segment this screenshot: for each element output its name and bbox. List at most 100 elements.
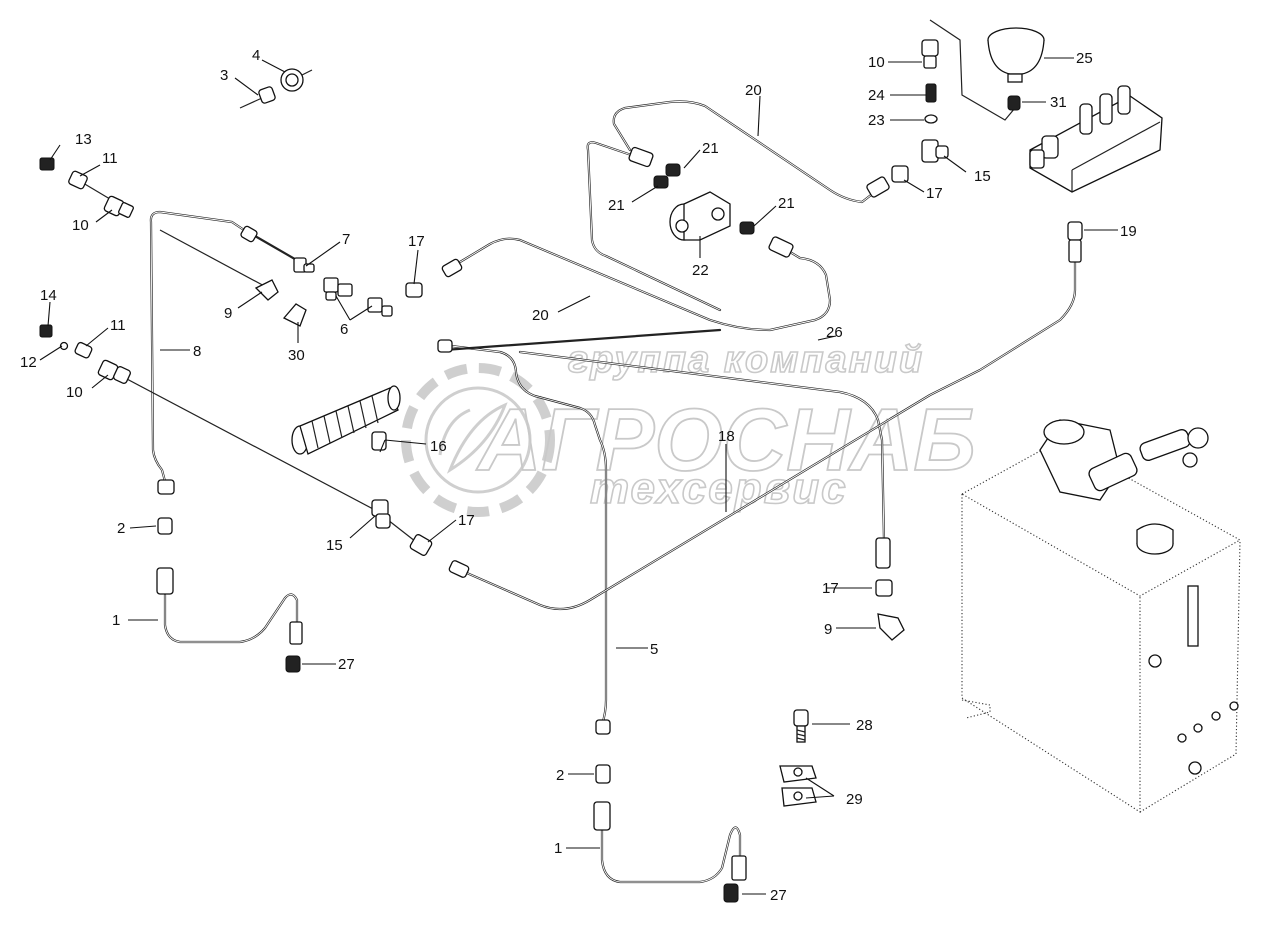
callout-1-upper: 1 bbox=[112, 612, 120, 629]
callout-2-upper: 2 bbox=[117, 520, 125, 537]
callout-15-left: 15 bbox=[326, 537, 343, 554]
fitting-pipe-20-left bbox=[441, 258, 463, 278]
connector-part-7 bbox=[293, 257, 315, 273]
nut-part-10-top-base bbox=[923, 55, 937, 69]
pipe-segment-10-15 bbox=[124, 377, 376, 511]
valve-block bbox=[1029, 85, 1163, 193]
callout-21-a: 21 bbox=[702, 140, 719, 157]
watermark-line1: группа компаний bbox=[568, 339, 924, 381]
adapter-part-2-upper bbox=[157, 517, 173, 535]
cap-part-13 bbox=[39, 157, 55, 171]
callout-28: 28 bbox=[856, 717, 873, 734]
callout-29: 29 bbox=[846, 791, 863, 808]
fitting-part-17-upper bbox=[405, 282, 423, 298]
reservoir-part-25 bbox=[987, 27, 1045, 83]
nut-part-21-a bbox=[665, 163, 681, 177]
hydraulic-tank bbox=[960, 439, 1242, 814]
fitting-part-17-top bbox=[891, 165, 909, 183]
callout-10-top: 10 bbox=[868, 54, 885, 71]
hose-end-pipe-26 bbox=[875, 537, 891, 569]
callout-27-lower: 27 bbox=[770, 887, 787, 904]
nut-part-10-lower bbox=[97, 359, 131, 384]
plug-part-3 bbox=[239, 86, 276, 109]
hose-end-part-1-upper-right bbox=[289, 621, 303, 645]
nut-part-10-upper bbox=[103, 195, 134, 218]
pipe-20-middle bbox=[458, 237, 832, 332]
callout-20-top: 20 bbox=[745, 82, 762, 99]
callout-20-middle: 20 bbox=[532, 307, 549, 324]
callout-24: 24 bbox=[868, 87, 885, 104]
parts bbox=[39, 19, 1242, 903]
callout-19: 19 bbox=[1120, 223, 1137, 240]
bracket-part-30 bbox=[282, 303, 307, 327]
callout-9-upper: 9 bbox=[224, 305, 232, 322]
fitting-pipe-20-right bbox=[768, 236, 794, 258]
callout-17-middle: 17 bbox=[458, 512, 475, 529]
callout-13: 13 bbox=[75, 131, 92, 148]
tee-part-6 bbox=[323, 277, 393, 317]
callout-14: 14 bbox=[40, 287, 57, 304]
fitting-top-pipe-8 bbox=[240, 225, 258, 243]
fitting-part-31 bbox=[1007, 95, 1021, 111]
hose-end-part-1-lower-right bbox=[731, 855, 747, 881]
valve-part-22 bbox=[669, 191, 731, 241]
callout-17-top: 17 bbox=[926, 185, 943, 202]
callout-9-lower: 9 bbox=[824, 621, 832, 638]
cap-part-14 bbox=[39, 324, 53, 338]
pipe-5 bbox=[441, 343, 608, 727]
callout-30: 30 bbox=[288, 347, 305, 364]
callout-25: 25 bbox=[1076, 50, 1093, 67]
pipe-segment-9 bbox=[159, 229, 269, 289]
fitting-part-16 bbox=[371, 431, 387, 451]
hose-end-part-1-upper bbox=[156, 567, 174, 595]
callout-18: 18 bbox=[718, 428, 735, 445]
callout-2-lower: 2 bbox=[556, 767, 564, 784]
callout-17-right: 17 bbox=[822, 580, 839, 597]
watermark-line3: техсервис bbox=[590, 464, 848, 513]
elbow-part-9-lower bbox=[877, 613, 905, 641]
fitting-pipe-5-top bbox=[437, 339, 453, 353]
nut-part-21-c bbox=[739, 221, 755, 235]
filter-spring-element bbox=[291, 385, 401, 455]
pipe-20-top bbox=[586, 100, 882, 312]
callout-21-c: 21 bbox=[778, 195, 795, 212]
callout-26: 26 bbox=[826, 324, 843, 341]
tee-part-15-left bbox=[371, 499, 391, 529]
callout-23: 23 bbox=[868, 112, 885, 129]
callout-6: 6 bbox=[340, 321, 348, 338]
callout-31: 31 bbox=[1050, 94, 1067, 111]
callout-12: 12 bbox=[20, 354, 37, 371]
bolt-part-28 bbox=[793, 709, 809, 743]
adapter-part-24 bbox=[925, 83, 937, 103]
fitting-pipe-20-top-right bbox=[866, 176, 890, 198]
callout-22: 22 bbox=[692, 262, 709, 279]
washer-part-12 bbox=[59, 341, 69, 351]
plug-part-27-lower bbox=[723, 883, 739, 903]
fitting-pipe-18-left bbox=[448, 560, 470, 578]
pipe-segment-7 bbox=[253, 234, 302, 264]
washer-part-23 bbox=[924, 114, 938, 124]
callout-15-right: 15 bbox=[974, 168, 991, 185]
pump-assembly bbox=[1039, 419, 1209, 501]
fitting-part-19 bbox=[1067, 221, 1083, 241]
callout-7: 7 bbox=[342, 231, 350, 248]
elbow-part-9-upper bbox=[254, 279, 279, 301]
hose-end-part-1-lower bbox=[593, 801, 611, 831]
callout-labels: 1 2 27 3 4 13 11 10 14 11 12 10 8 9 7 6 … bbox=[20, 47, 1137, 904]
callout-16: 16 bbox=[430, 438, 447, 455]
callout-27-upper: 27 bbox=[338, 656, 355, 673]
pipe-1-lower bbox=[600, 823, 742, 884]
callout-17-upper: 17 bbox=[408, 233, 425, 250]
callout-1-lower: 1 bbox=[554, 840, 562, 857]
pipe-18 bbox=[458, 248, 1077, 611]
leader-lines bbox=[39, 57, 1118, 895]
nut-part-4 bbox=[280, 68, 313, 92]
callout-8: 8 bbox=[193, 343, 201, 360]
tee-part-15-right bbox=[921, 139, 949, 163]
nut-part-21-b bbox=[653, 175, 669, 189]
callout-11-upper: 11 bbox=[102, 150, 118, 167]
callout-21-b: 21 bbox=[608, 197, 625, 214]
nut-part-11-upper bbox=[68, 170, 88, 190]
tank-ports bbox=[1177, 701, 1239, 743]
